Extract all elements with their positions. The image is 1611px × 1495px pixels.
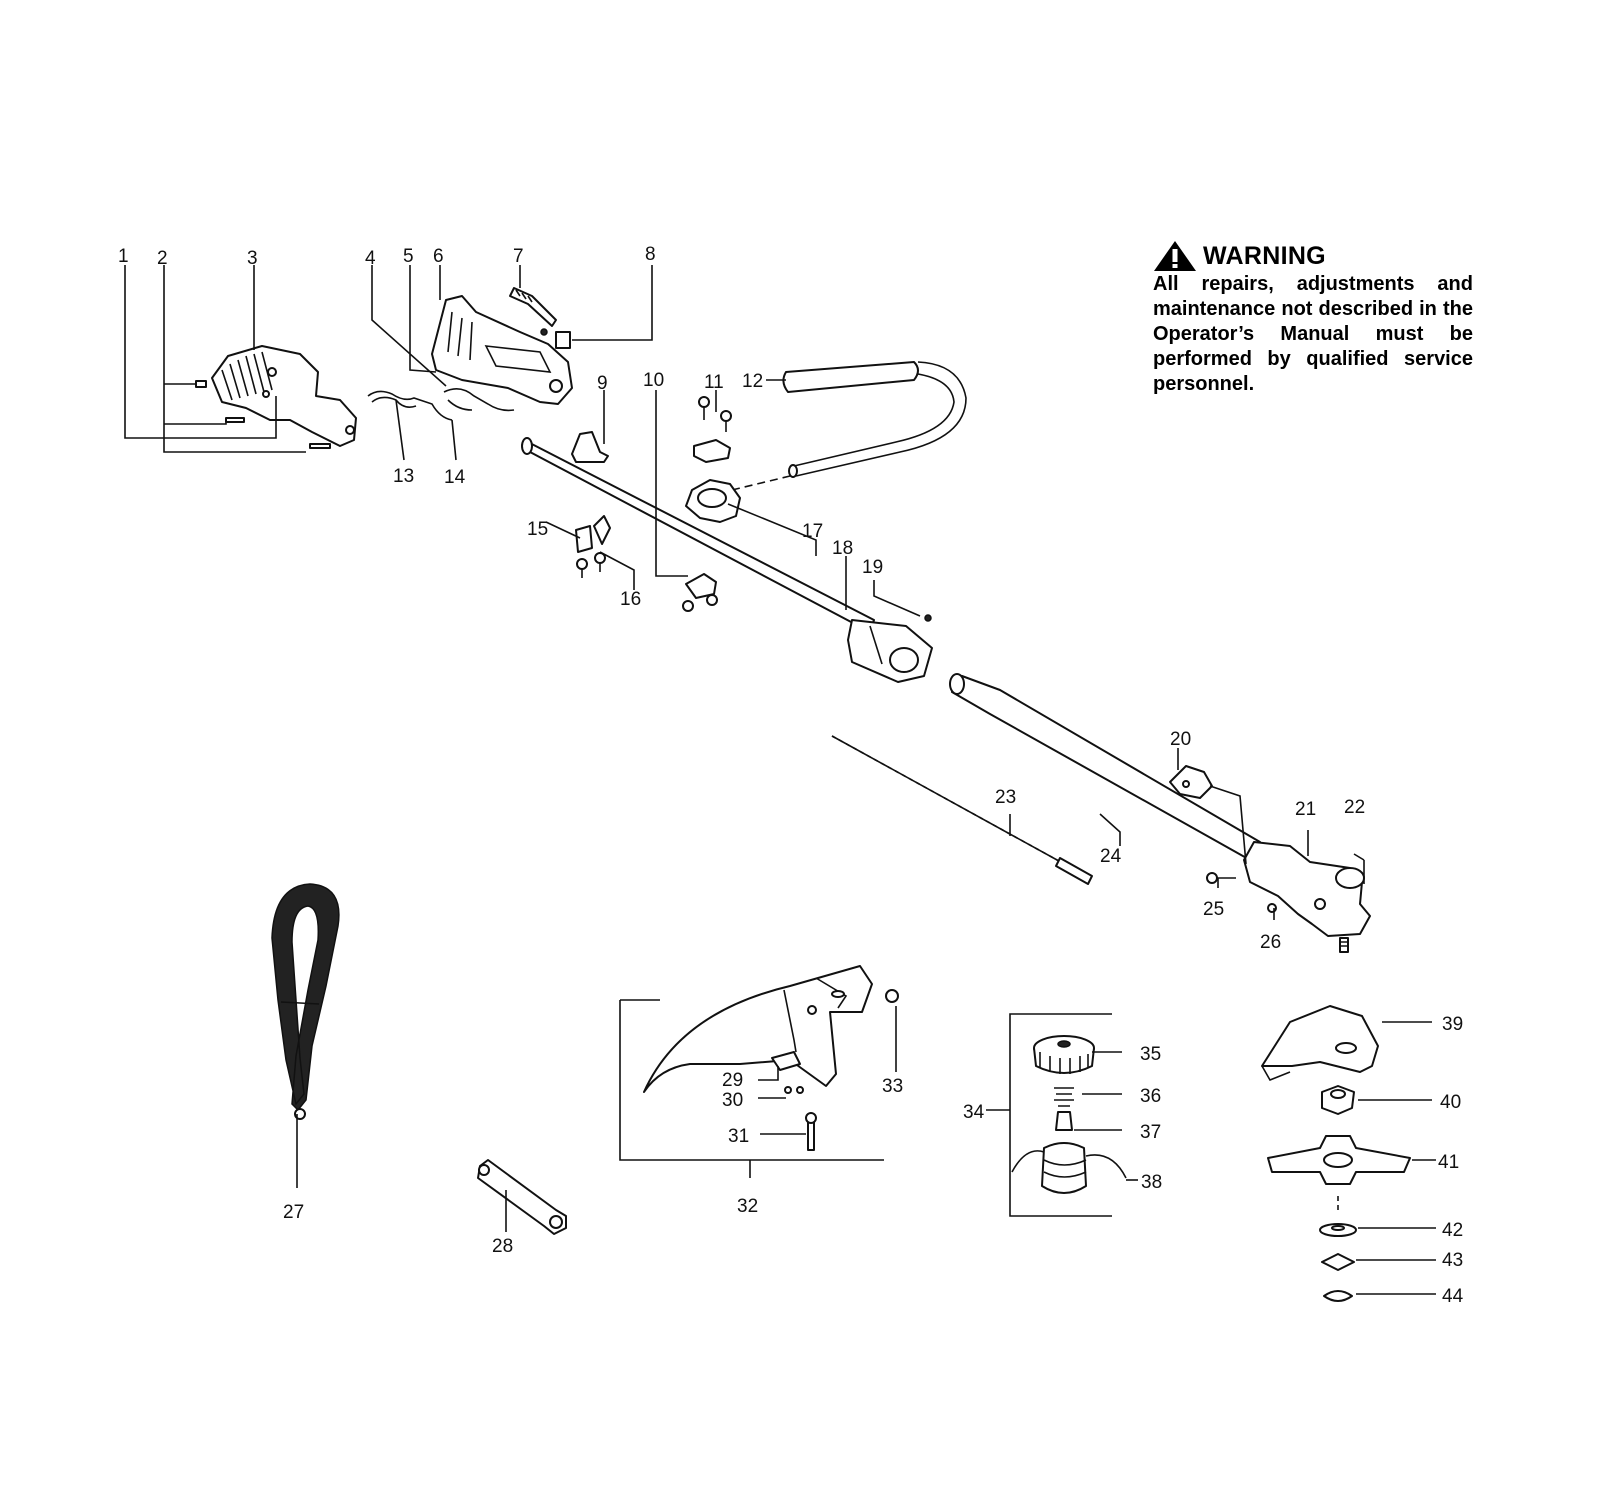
lower-shaft-tube-part [949, 673, 1261, 861]
callout-42: 42 [1442, 1220, 1463, 1241]
callout-3: 3 [247, 248, 258, 269]
callout-34: 34 [963, 1102, 985, 1123]
callout-41: 41 [1438, 1152, 1459, 1173]
callout-35: 35 [1140, 1044, 1161, 1065]
drive-shaft-part [831, 735, 1093, 885]
callout-labels: 1 2 3 4 5 6 7 8 9 10 11 12 13 14 15 16 1… [118, 244, 1464, 1307]
callout-28: 28 [492, 1236, 513, 1257]
callout-2: 2 [157, 248, 168, 269]
callout-9: 9 [597, 373, 608, 394]
clamp-part-9 [571, 431, 609, 463]
callout-24: 24 [1100, 846, 1122, 867]
wire-clips-13-14 [367, 388, 515, 421]
upper-clamp-part [693, 396, 732, 463]
callout-5: 5 [403, 246, 414, 267]
leader-lines [124, 265, 1436, 1295]
callout-39: 39 [1442, 1014, 1463, 1035]
callout-20: 20 [1170, 729, 1191, 750]
callout-10: 10 [643, 370, 664, 391]
callout-15: 15 [527, 519, 548, 540]
handle-housing-part [431, 295, 573, 405]
callout-18: 18 [832, 538, 853, 559]
warning-triangle-icon [1154, 241, 1196, 271]
callout-16: 16 [620, 589, 641, 610]
callout-4: 4 [365, 248, 376, 269]
callout-32: 32 [737, 1196, 758, 1217]
callout-40: 40 [1440, 1092, 1461, 1113]
callout-11: 11 [704, 372, 724, 393]
callout-31: 31 [728, 1126, 749, 1147]
callout-19: 19 [862, 557, 883, 578]
callout-23: 23 [995, 787, 1016, 808]
warning-box: WARNING All repairs, adjustments and mai… [1153, 240, 1473, 397]
lower-clamp-part [575, 515, 718, 612]
warning-header: WARNING [1153, 240, 1473, 272]
callout-44: 44 [1442, 1286, 1464, 1307]
callout-22: 22 [1344, 797, 1365, 818]
callout-37: 37 [1140, 1122, 1161, 1143]
callout-26: 26 [1260, 932, 1281, 953]
shoulder-strap-part [271, 883, 340, 1120]
callout-30: 30 [722, 1090, 743, 1111]
trimmer-shield-part [643, 965, 873, 1093]
callout-33: 33 [882, 1076, 903, 1097]
wrench-part [477, 1159, 567, 1235]
callout-12: 12 [742, 371, 763, 392]
callout-17: 17 [802, 521, 823, 542]
callout-36: 36 [1140, 1086, 1161, 1107]
handle-clamp-part [685, 479, 741, 523]
screw-part-19 [924, 614, 932, 622]
shield-hardware [771, 989, 899, 1151]
callout-29: 29 [722, 1070, 743, 1091]
switch-part [555, 331, 571, 349]
throttle-spring-part [509, 287, 557, 336]
blade-assembly-part [1261, 1005, 1411, 1302]
callout-14: 14 [444, 467, 466, 488]
warning-title: WARNING [1203, 241, 1326, 270]
trimmer-head-part [1011, 1035, 1127, 1194]
callout-13: 13 [393, 466, 414, 487]
callout-43: 43 [1442, 1250, 1463, 1271]
callout-7: 7 [513, 246, 524, 267]
gear-head-part [1243, 841, 1371, 953]
callout-6: 6 [433, 246, 444, 267]
upper-shaft-tube-part [521, 437, 933, 683]
callout-8: 8 [645, 244, 656, 265]
callout-1: 1 [118, 246, 129, 267]
callout-38: 38 [1141, 1172, 1162, 1193]
callout-25: 25 [1203, 899, 1224, 920]
callout-21: 21 [1295, 799, 1316, 820]
callout-27: 27 [283, 1202, 304, 1223]
throttle-cable-part [731, 361, 967, 491]
warning-text: All repairs, adjustments and maintenance… [1153, 273, 1473, 395]
engine-housing-part [211, 345, 357, 447]
